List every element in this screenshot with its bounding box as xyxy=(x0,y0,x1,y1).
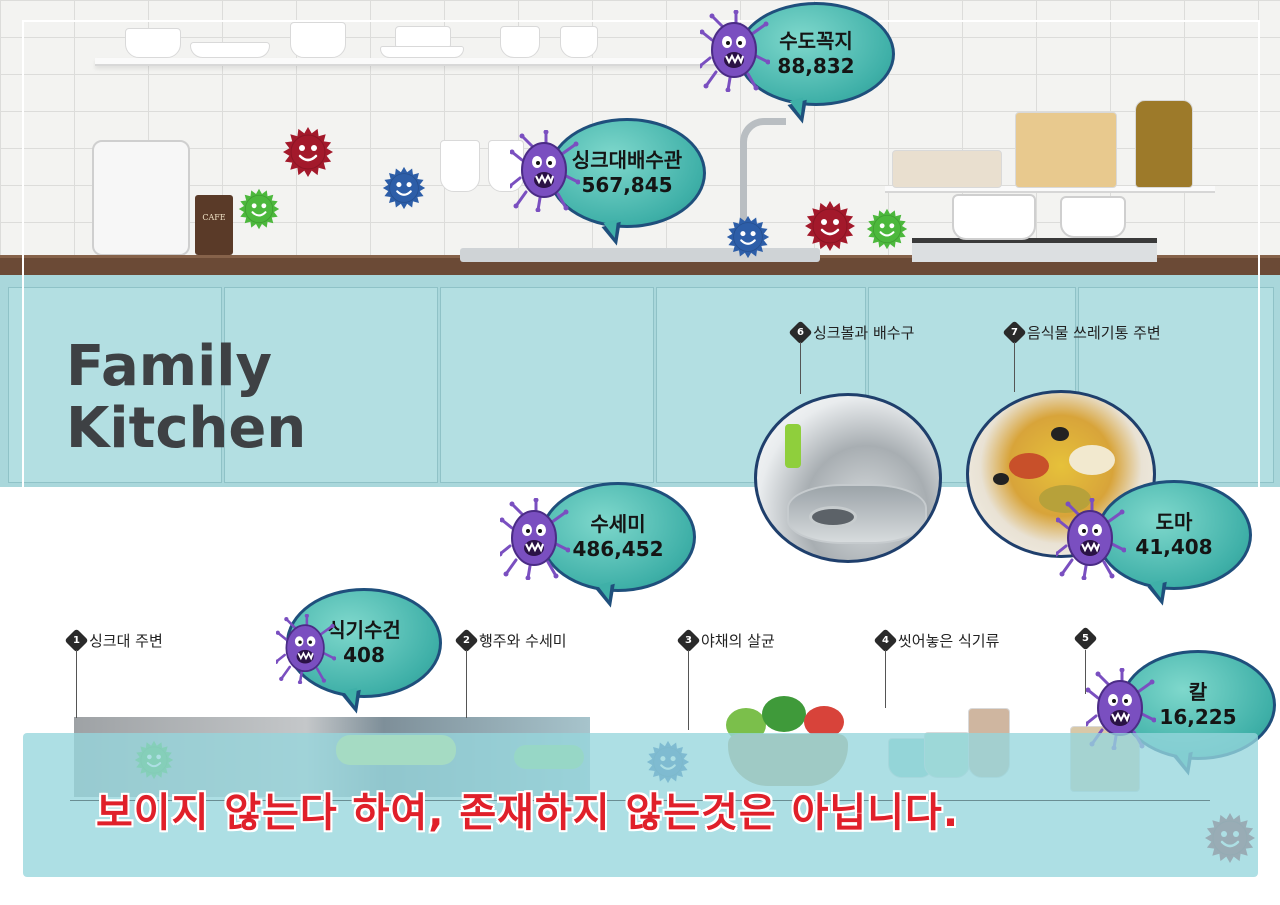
step-number-badge: 4 xyxy=(873,628,898,653)
step-label: 행주와 수세미 xyxy=(479,632,567,650)
leader-line xyxy=(800,342,801,394)
leader-line xyxy=(885,650,886,708)
purple-germ-icon xyxy=(500,498,570,580)
bubble-dish-towel: 식기수건 408 xyxy=(286,588,442,698)
step-6: 6 싱크볼과 배수구 xyxy=(788,320,915,345)
step-7: 7 음식물 쓰레기통 주변 xyxy=(1002,320,1161,345)
fly-icon xyxy=(993,473,1009,485)
cup xyxy=(500,26,540,58)
leader-line xyxy=(688,650,689,730)
bubble-faucet: 수도꼭지 88,832 xyxy=(737,2,895,106)
caption-rule xyxy=(70,800,1210,801)
coffee-grinder: CAFE xyxy=(195,195,233,255)
bubble-name: 도마 xyxy=(1155,510,1193,534)
food-piece xyxy=(1069,445,1115,475)
step-number-badge: 7 xyxy=(1002,320,1027,345)
leader-line xyxy=(466,650,467,718)
bubble-count: 567,845 xyxy=(581,173,673,197)
purple-germ-icon xyxy=(700,10,770,92)
leader-line xyxy=(76,650,77,718)
cabinet-door xyxy=(8,287,222,483)
sink-bowl xyxy=(787,484,927,544)
red-germ-icon xyxy=(805,201,855,251)
leader-line xyxy=(1085,650,1086,694)
cup xyxy=(560,26,598,58)
grinder-label: CAFE xyxy=(202,213,226,222)
cabinet-door xyxy=(440,287,654,483)
plate-stack xyxy=(380,46,464,58)
step-label: 싱크볼과 배수구 xyxy=(813,324,915,342)
green-germ-icon xyxy=(866,208,908,250)
purple-germ-icon xyxy=(1056,498,1126,580)
step-number-badge: 5 xyxy=(1073,626,1098,651)
red-germ-icon xyxy=(283,127,333,177)
bubble-name: 식기수건 xyxy=(327,618,401,642)
spice-jars xyxy=(892,150,1002,188)
detergent-bottle xyxy=(785,424,801,468)
drain-hole xyxy=(809,506,857,528)
pot xyxy=(952,194,1036,240)
bubble-name: 칼 xyxy=(1188,680,1208,704)
bubble-count: 486,452 xyxy=(572,537,664,561)
leader-line xyxy=(1014,342,1015,392)
step-label: 싱크대 주변 xyxy=(89,632,163,650)
vegetable xyxy=(804,706,844,738)
bubble-count: 41,408 xyxy=(1135,535,1213,559)
step-label: 음식물 쓰레기통 주변 xyxy=(1027,324,1161,342)
fly-icon xyxy=(1051,427,1069,441)
step-2: 2 행주와 수세미 xyxy=(454,628,567,653)
step-number-badge: 1 xyxy=(64,628,89,653)
sink-bowl-photo xyxy=(754,393,942,563)
bubble-name: 수세미 xyxy=(590,512,646,536)
kitchen-faucet xyxy=(740,118,786,256)
bowl xyxy=(290,22,346,58)
bubble-scrubber: 수세미 486,452 xyxy=(540,482,696,592)
bubble-count: 88,832 xyxy=(777,54,855,78)
jug xyxy=(440,140,480,192)
step-number-badge: 2 xyxy=(454,628,479,653)
title-line-2: Kitchen xyxy=(66,396,307,461)
blue-germ-icon xyxy=(382,166,426,210)
gas-stove xyxy=(912,238,1157,262)
caption-text: 보이지 않는다 하여, 존재하지 않는것은 아닙니다. xyxy=(96,790,960,836)
step-number-badge: 3 xyxy=(676,628,701,653)
bubble-count: 408 xyxy=(343,643,385,667)
bubble-name: 싱크대배수관 xyxy=(571,148,683,172)
food-piece xyxy=(1039,485,1091,513)
blue-germ-icon xyxy=(726,215,770,259)
purple-germ-icon xyxy=(510,130,580,212)
step-label: 씻어놓은 식기류 xyxy=(898,632,1000,650)
plate-stack xyxy=(190,42,270,58)
vegetable xyxy=(762,696,806,732)
step-number-badge: 6 xyxy=(788,320,813,345)
espresso-machine xyxy=(92,140,190,256)
food-piece xyxy=(1009,453,1049,479)
step-5: 5 xyxy=(1073,626,1098,651)
pasta-jars xyxy=(1015,112,1117,188)
pot xyxy=(1060,196,1126,238)
bubble-sink-drain-pipe: 싱크대배수관 567,845 xyxy=(548,118,706,228)
step-label: 야채의 살균 xyxy=(701,632,775,650)
bubble-cutting-board: 도마 41,408 xyxy=(1096,480,1252,590)
spice-shelf xyxy=(885,186,1215,193)
purple-germ-icon xyxy=(276,614,336,684)
food-waste-photo xyxy=(966,390,1156,558)
cabinet-door xyxy=(224,287,438,483)
title-line-1: Family xyxy=(66,334,273,399)
step-3: 3 야채의 살균 xyxy=(676,628,775,653)
bubble-count: 16,225 xyxy=(1159,705,1237,729)
step-1: 1 싱크대 주변 xyxy=(64,628,163,653)
caption-banner xyxy=(23,733,1258,877)
page-title: Family Kitchen xyxy=(66,336,306,460)
step-4: 4 씻어놓은 식기류 xyxy=(873,628,1000,653)
bubble-name: 수도꼭지 xyxy=(779,29,853,53)
oil-bottles xyxy=(1135,100,1193,188)
sink-rim xyxy=(460,248,820,262)
bowl xyxy=(125,28,181,58)
green-germ-icon xyxy=(238,188,280,230)
wall-shelf xyxy=(95,58,715,66)
